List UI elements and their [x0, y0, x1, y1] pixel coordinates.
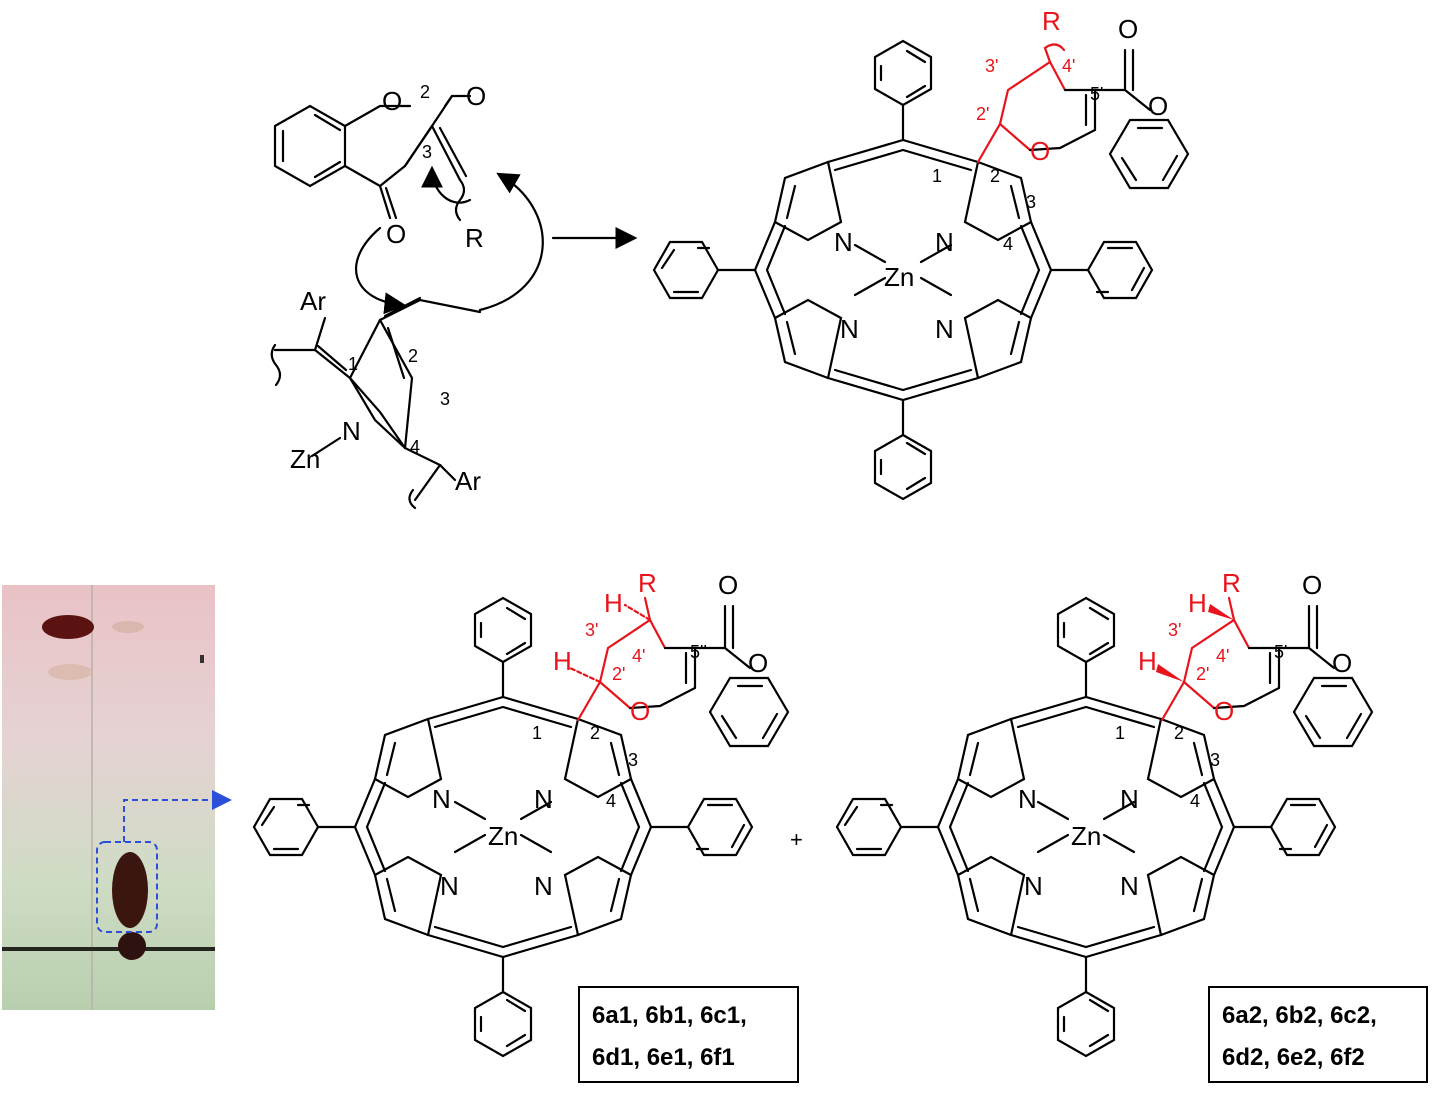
pyrrole-n-1: N	[432, 784, 451, 814]
pyrrole-n-4: N	[534, 871, 553, 901]
locant-3: 3	[1026, 192, 1036, 212]
pyrrole-fragment: Ar Ar N Zn 1 2 3 4	[270, 286, 481, 510]
pyrrole-n-1: N	[1018, 784, 1037, 814]
locant-3-prime: 3'	[585, 620, 598, 640]
zinc-center: Zn	[488, 821, 518, 851]
pyrrole-zinc: Zn	[290, 444, 320, 474]
locant-4: 4	[1190, 791, 1200, 811]
product-r-group: R	[1222, 568, 1241, 598]
hydrogen-2-prime: H	[1138, 646, 1157, 676]
locant-4-prime: 4'	[632, 646, 645, 666]
compound-codes-line2: 6d1, 6e1, 6f1	[592, 1044, 735, 1071]
locant-1: 1	[532, 723, 542, 743]
coumarin-ring-oxygen: O	[382, 86, 402, 116]
electron-arrow-small	[421, 165, 472, 204]
locant-5-prime: 5'	[1090, 84, 1103, 104]
locant-4: 4	[1003, 234, 1013, 254]
pyrrole-n-3: N	[1024, 871, 1043, 901]
locant-2: 2	[990, 166, 1000, 186]
electron-arrow-left	[354, 226, 407, 315]
locant-1: 1	[932, 166, 942, 186]
product-r-group: R	[638, 568, 657, 598]
locant-3: 3	[628, 750, 638, 770]
pyrrole-n-3: N	[840, 314, 859, 344]
lactone-oxygen: O	[1148, 91, 1168, 121]
pyrrole-n-2: N	[534, 784, 553, 814]
product-diastereomer-2: N N N N Zn 1 2 3 4 R H H O O O 3' 4' 2' …	[835, 568, 1428, 1083]
locant-2: 2	[590, 723, 600, 743]
tlc-selection-box	[96, 841, 158, 933]
locant-3: 3	[1210, 750, 1220, 770]
pyrrole-n-2: N	[1120, 784, 1139, 814]
hydrogen-2-prime: H	[553, 646, 572, 676]
pyran-oxygen: O	[1030, 136, 1050, 166]
tlc-spot-upper	[42, 615, 94, 639]
compound-codes-line1: 6a2, 6b2, 6c2,	[1222, 1002, 1377, 1029]
coumarin-carbonyl-oxygen: O	[466, 81, 486, 111]
locant-4-prime: 4'	[1062, 56, 1075, 76]
compound-codes-line2: 6d2, 6e2, 6f2	[1222, 1044, 1365, 1071]
pyrrole-aryl-bottom: Ar	[455, 466, 481, 496]
tlc-plate-photo	[2, 585, 232, 1010]
locant-4-prime: 4'	[1216, 646, 1229, 666]
locant-4: 4	[606, 791, 616, 811]
pyrrole-nitrogen: N	[342, 416, 361, 446]
lactone-oxygen: O	[1332, 648, 1352, 678]
locant-5-prime: 5'	[1274, 642, 1287, 662]
pyrrole-aryl-top: Ar	[300, 286, 326, 316]
pyrrole-locant-1: 1	[348, 354, 358, 374]
locant-5-prime: 5''	[690, 642, 707, 662]
zinc-center: Zn	[1071, 821, 1101, 851]
coumarin-ketone-oxygen: O	[386, 219, 406, 249]
tlc-callout-arrow	[123, 790, 232, 842]
plus-sign: +	[790, 827, 803, 852]
compound-codes-line1: 6a1, 6b1, 6c1,	[592, 1002, 747, 1029]
carbonyl-oxygen: O	[1302, 570, 1322, 600]
tlc-spot-product	[112, 852, 148, 928]
pyrrole-n-4: N	[935, 314, 954, 344]
pyran-oxygen: O	[630, 696, 650, 726]
locant-3-prime: 3'	[1168, 620, 1181, 640]
hydrogen-4-prime: H	[604, 588, 623, 618]
locant-1: 1	[1115, 723, 1125, 743]
pyrrole-locant-3: 3	[440, 389, 450, 409]
coumarin-r-group: R	[465, 223, 484, 253]
pyrrole-n-3: N	[440, 871, 459, 901]
coumarin-locant-2: 2	[420, 82, 430, 102]
pyrrole-n-1: N	[834, 227, 853, 257]
tlc-spot-baseline	[118, 932, 146, 960]
locant-2: 2	[1174, 723, 1184, 743]
pyrrole-n-2: N	[935, 227, 954, 257]
zinc-center: Zn	[884, 262, 914, 292]
coumarin-reactant: O O O 2 3 R	[273, 81, 486, 253]
pyrrole-locant-4: 4	[410, 437, 420, 457]
hydrogen-4-prime: H	[1188, 588, 1207, 618]
locant-2-prime: 2'	[976, 104, 989, 124]
locant-2-prime: 2'	[612, 664, 625, 684]
carbonyl-oxygen: O	[1118, 14, 1138, 44]
locant-2-prime: 2'	[1196, 664, 1209, 684]
product-r-group: R	[1042, 6, 1061, 36]
lactone-oxygen: O	[748, 648, 768, 678]
pyrrole-locant-2: 2	[408, 346, 418, 366]
pyran-oxygen: O	[1214, 696, 1234, 726]
coumarin-locant-3: 3	[422, 142, 432, 162]
locant-3-prime: 3'	[985, 56, 998, 76]
carbonyl-oxygen: O	[718, 570, 738, 600]
product-diastereomer-1: N N N N Zn 1 2 3 4 R H H O O O 3' 4' 2' …	[252, 568, 799, 1083]
product-top: N N N N Zn 1 2 3 4 R O O O 3' 4' 2' 5'	[652, 6, 1190, 501]
pyrrole-n-4: N	[1120, 871, 1139, 901]
electron-arrow-right	[478, 172, 544, 312]
